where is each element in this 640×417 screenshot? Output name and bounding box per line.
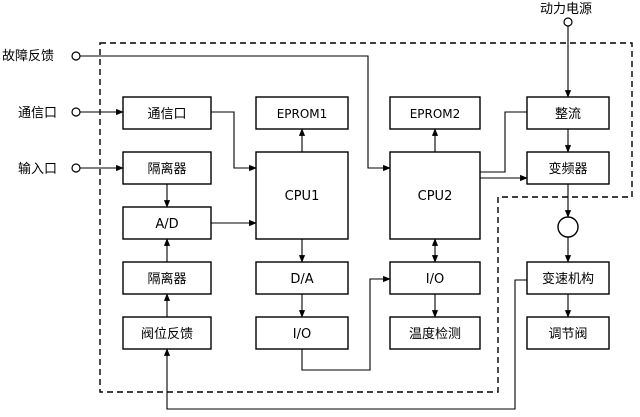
cpu2-block-label: CPU2 (418, 189, 453, 204)
eprom2-block-label: EPROM2 (410, 107, 461, 121)
io-block-1 (255, 316, 349, 350)
cpu1-block-label: CPU1 (285, 189, 320, 204)
temp-detect-block (389, 316, 481, 350)
ad-converter-block-label: A/D (155, 217, 178, 232)
power-source-label: 动力电源 (540, 2, 592, 17)
rectifier-block-label: 整流 (555, 107, 581, 122)
wire-valve-feedback-loop (163, 279, 527, 410)
comm-port-terminal (71, 107, 81, 117)
da-converter-block-label: D/A (290, 272, 313, 287)
eprom2-block (389, 96, 481, 130)
comm-port-block (122, 96, 212, 130)
motor-symbol (557, 216, 579, 238)
temp-detect-block-label: 温度检测 (409, 326, 461, 342)
eprom1-block (255, 96, 349, 130)
comm-port-block-label: 通信口 (147, 107, 186, 122)
wire-io1-io2 (301, 275, 391, 371)
input-port-external-label: 输入口 (18, 161, 57, 177)
regulating-valve-block-label: 调节阀 (548, 327, 587, 342)
da-converter-block (255, 261, 349, 295)
wire-comm-cpu1 (211, 111, 257, 172)
inverter-block (526, 151, 610, 185)
cpu1-block (255, 151, 349, 240)
isolator-block-2-label: 隔离器 (147, 271, 186, 287)
regulating-valve-block (526, 316, 610, 350)
inverter-block-label: 变频器 (548, 161, 587, 177)
fault-feedback-label: 故障反馈 (2, 49, 54, 64)
cpu2-block (389, 151, 481, 240)
controller-boundary (99, 42, 633, 393)
comm-port-external-label: 通信口 (18, 106, 57, 121)
fault-feedback-terminal (71, 51, 81, 61)
input-port-terminal (71, 163, 81, 173)
valve-feedback-block (122, 316, 212, 350)
io-block-2 (389, 261, 481, 295)
speed-mechanism-block-label: 变速机构 (542, 271, 594, 287)
eprom1-block-label: EPROM1 (277, 107, 328, 121)
valve-feedback-block-label: 阀位反馈 (141, 327, 193, 342)
io-block-2-label: I/O (426, 272, 444, 287)
wire-fault-cpu2 (80, 55, 391, 172)
power-source-terminal (563, 17, 573, 27)
io-block-1-label: I/O (293, 327, 311, 342)
isolator-block-1-label: 隔离器 (147, 161, 186, 177)
wire-cpu2-rectifier (480, 111, 527, 173)
